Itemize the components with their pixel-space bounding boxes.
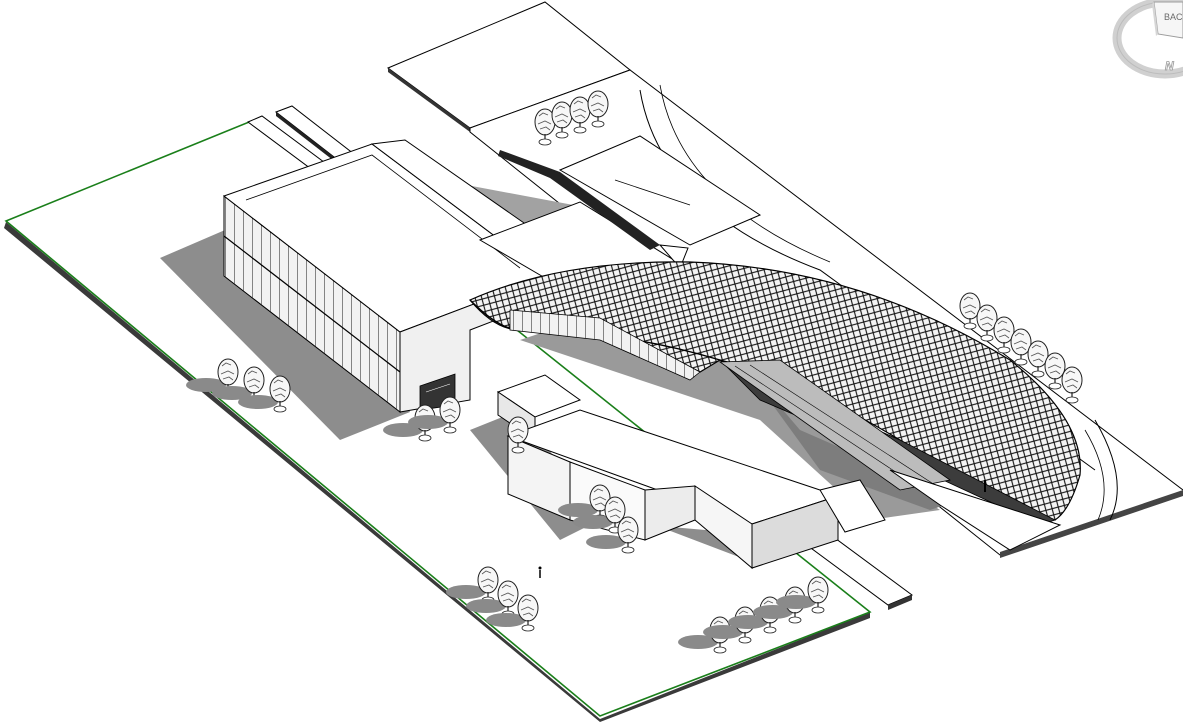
- viewcube-navigation[interactable]: BAC N: [1110, 0, 1183, 90]
- viewcube-face[interactable]: BAC: [1152, 1, 1183, 39]
- compass-north-label[interactable]: N: [1165, 59, 1175, 74]
- diagrid-shell-roof[interactable]: [469, 261, 1081, 551]
- viewcube-face-label: BAC: [1164, 12, 1183, 22]
